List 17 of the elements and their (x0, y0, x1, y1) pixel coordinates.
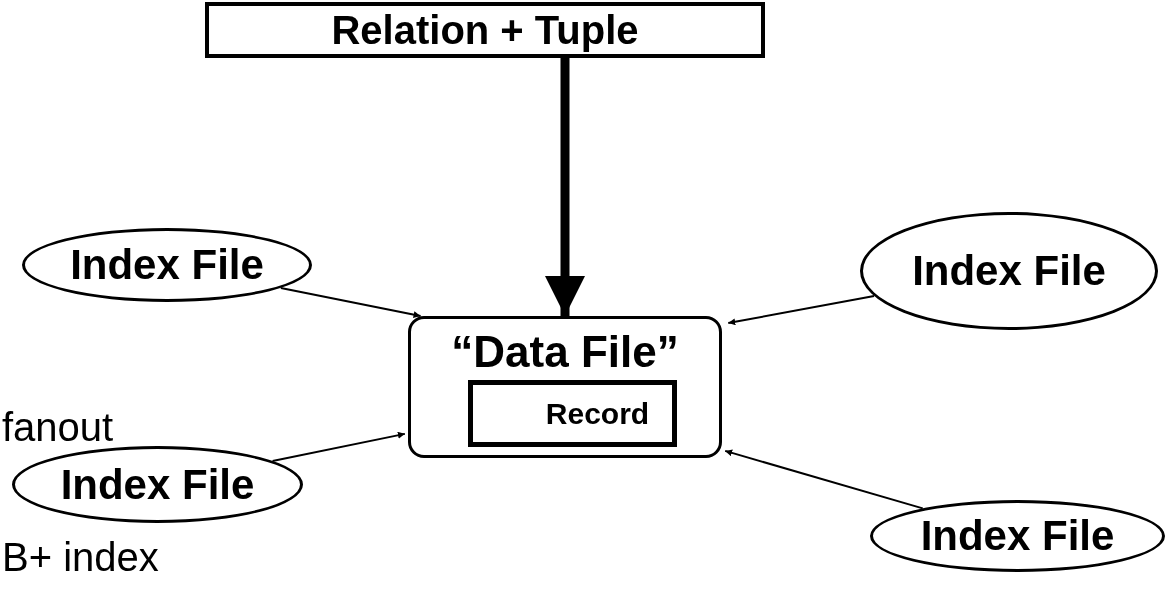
arrow (727, 295, 876, 326)
annotation-text: fanout (2, 405, 114, 450)
data-file-box (408, 316, 722, 458)
node-label: Record (545, 396, 650, 431)
annotation-text: B+ index (2, 535, 159, 580)
node-label: Relation + Tuple (331, 7, 639, 53)
arrow (724, 449, 924, 510)
arrow (544, 58, 586, 316)
node-label: “Data File” (451, 327, 679, 377)
node-label: Index File (912, 247, 1106, 295)
node-label: Index File (70, 241, 264, 289)
arrow (279, 286, 422, 319)
node-label: Index File (60, 460, 255, 509)
title-box (205, 2, 765, 58)
arrow (271, 431, 406, 462)
node-label: Index File (920, 512, 1115, 560)
record-box (468, 380, 677, 447)
